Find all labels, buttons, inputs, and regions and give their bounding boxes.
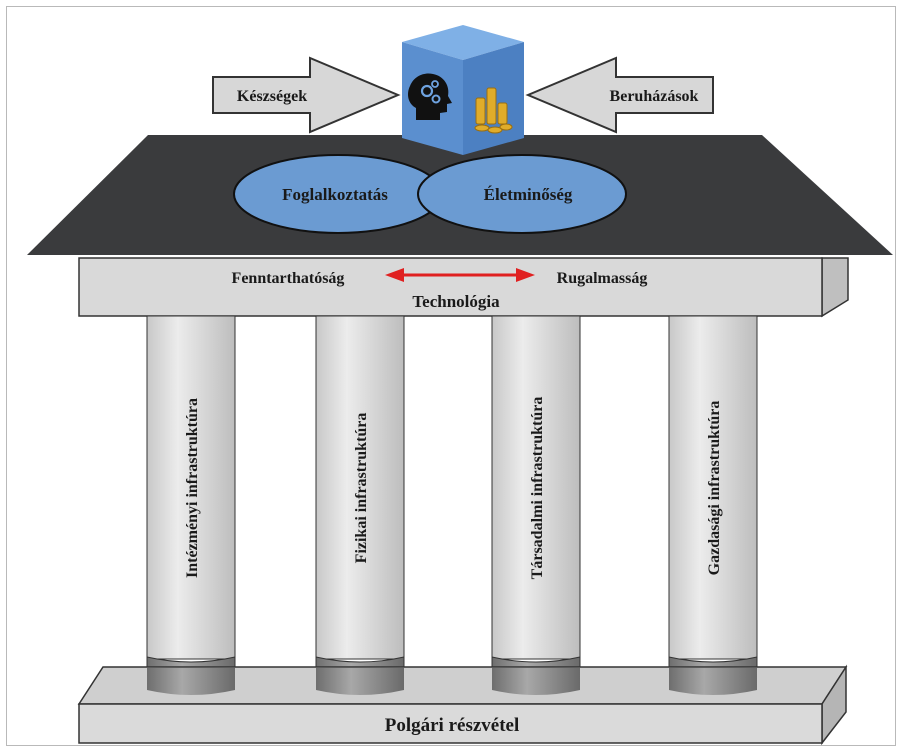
employment-label: Foglalkoztatás <box>282 185 388 204</box>
investments-arrow: Beruházások <box>525 56 714 134</box>
pillar-social-label: Társadalmi infrastruktúra <box>529 397 546 580</box>
pillar-institutional-label: Intézményi infrastruktúra <box>184 398 201 578</box>
pillar-physical: Fizikai infrastruktúra <box>315 315 405 696</box>
technology-label: Technológia <box>412 292 500 311</box>
sustainability-label: Fenntarthatóság <box>232 270 345 287</box>
civic-participation-label: Polgári részvétel <box>385 715 520 736</box>
civic-participation-base: Polgári részvétel <box>77 664 848 746</box>
coins-icon <box>474 87 513 134</box>
employment-ellipse: Foglalkoztatás <box>233 154 443 234</box>
pillar-economic: Gazdasági infrastruktúra <box>668 315 758 696</box>
quality-of-life-label: Életminőség <box>484 185 573 204</box>
pillar-institutional: Intézményi infrastruktúra <box>146 315 236 696</box>
double-arrow-icon <box>385 268 535 282</box>
technology-beam: Fenntarthatóság Rugalmasság Technológia <box>78 257 849 318</box>
figure-frame <box>6 6 896 746</box>
quality-of-life-ellipse: Életminőség <box>417 154 627 234</box>
pillar-physical-label: Fizikai infrastruktúra <box>353 413 370 564</box>
skills-arrow: Készségek <box>212 56 401 134</box>
pillar-economic-label: Gazdasági infrastruktúra <box>706 401 723 576</box>
pillar-social: Társadalmi infrastruktúra <box>491 315 581 696</box>
resilience-label: Rugalmasság <box>557 270 648 287</box>
skills-label: Készségek <box>237 88 307 105</box>
head-gears-icon <box>408 73 452 120</box>
investments-label: Beruházások <box>610 88 699 105</box>
cube <box>402 25 524 155</box>
